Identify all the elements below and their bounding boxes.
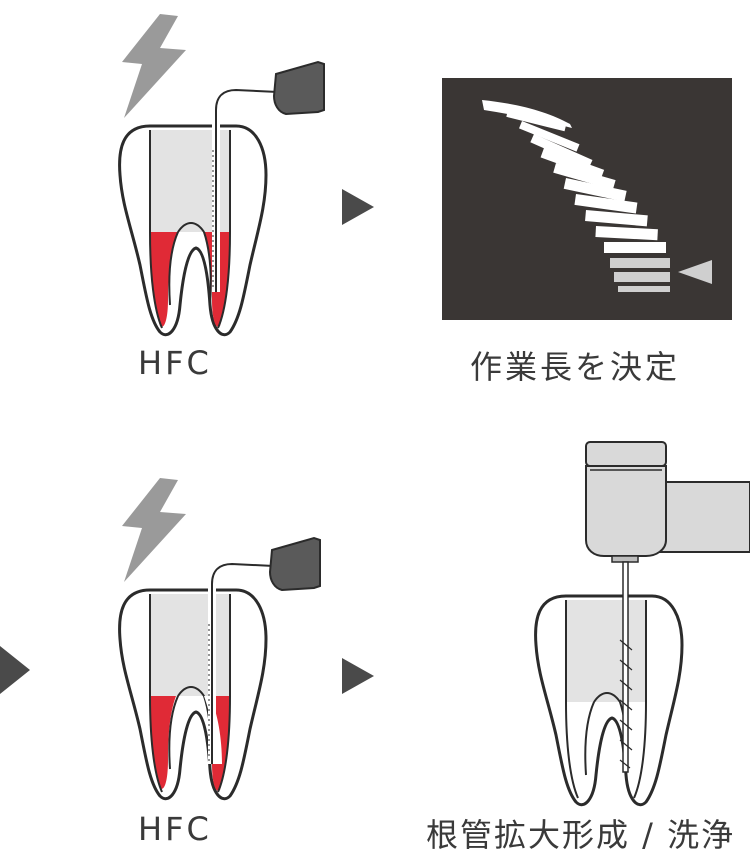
indicator-triangle-icon	[678, 260, 712, 284]
rotary-file	[622, 561, 629, 773]
play-arrow-icon	[0, 646, 30, 694]
tooth-hfc-1	[118, 14, 325, 337]
step-label-hfc: HFC	[138, 344, 212, 382]
play-arrow-icon	[342, 658, 374, 694]
tooth-hfc-2	[118, 478, 321, 801]
lightning-icon	[122, 478, 186, 582]
step-label-shaping-cleaning: 根管拡大形成 / 洗浄	[426, 816, 736, 854]
lightning-icon	[122, 14, 186, 118]
step-label-working-length: 作業長を決定	[470, 348, 681, 386]
dental-handpiece-icon	[585, 441, 750, 563]
working-length-monitor	[442, 78, 732, 320]
play-arrow-icon	[342, 189, 374, 225]
tooth-shaping	[534, 441, 750, 807]
hfc-handle	[272, 60, 325, 116]
length-scale	[482, 100, 670, 292]
step-label-hfc-2: HFC	[138, 810, 212, 848]
